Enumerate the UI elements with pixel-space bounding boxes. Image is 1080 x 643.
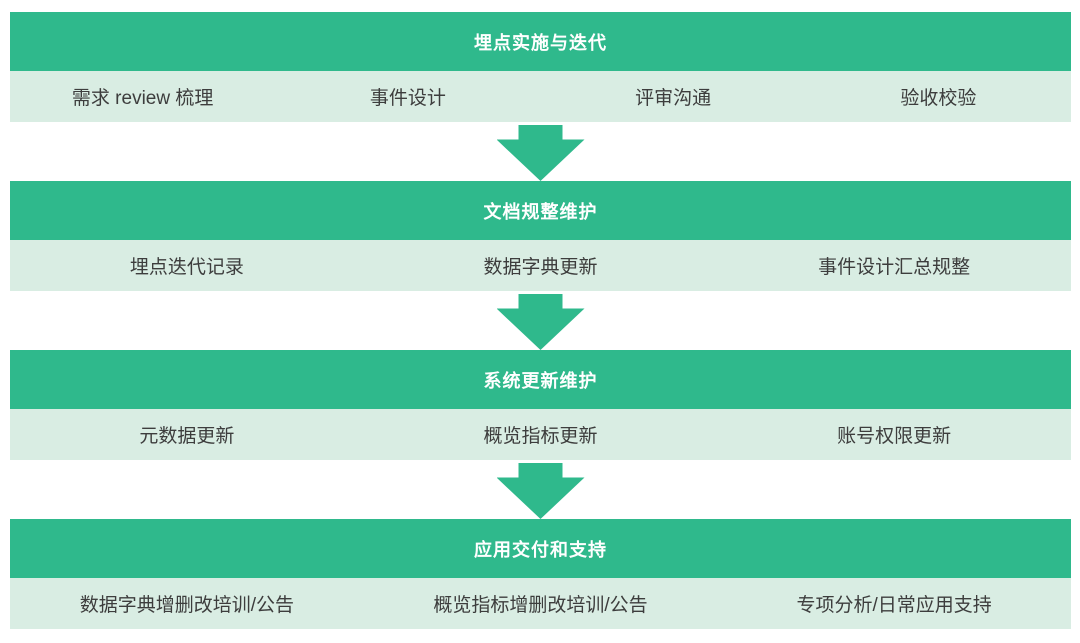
stage-document-maintenance: 文档规整维护 埋点迭代记录 数据字典更新 事件设计汇总规整 [10,181,1071,291]
stage-item: 专项分析/日常应用支持 [796,595,992,616]
flow-connector [10,460,1071,519]
stage-items-row: 需求 review 梳理 事件设计 评审沟通 验收校验 [10,71,1071,122]
stage-title: 文档规整维护 [483,201,598,222]
stage-title: 埋点实施与迭代 [474,32,607,53]
stage-item: 评审沟通 [635,88,712,109]
stage-item: 数据字典更新 [483,257,598,278]
stage-item: 账号权限更新 [837,426,952,447]
stage-item: 事件设计汇总规整 [818,257,971,278]
stage-title: 应用交付和支持 [474,539,607,560]
stage-items-row: 元数据更新 概览指标更新 账号权限更新 [10,409,1071,460]
stage-item: 埋点迭代记录 [129,257,244,278]
arrow-down-icon [496,463,585,519]
flow-connector [10,291,1071,350]
stage-item: 验收校验 [900,88,977,109]
stage-items-row: 埋点迭代记录 数据字典更新 事件设计汇总规整 [10,240,1071,291]
arrow-down-icon [496,294,585,350]
stage-items-row: 数据字典增删改培训/公告 概览指标增删改培训/公告 专项分析/日常应用支持 [10,578,1071,629]
stage-application-delivery: 应用交付和支持 数据字典增删改培训/公告 概览指标增删改培训/公告 专项分析/日… [10,519,1071,629]
stage-item: 概览指标增删改培训/公告 [433,595,648,616]
stage-tracking-implementation: 埋点实施与迭代 需求 review 梳理 事件设计 评审沟通 验收校验 [10,12,1071,122]
stage-header: 文档规整维护 [10,181,1071,240]
stage-header: 系统更新维护 [10,350,1071,409]
stage-title: 系统更新维护 [483,370,598,391]
arrow-down-icon [496,125,585,181]
stage-item: 元数据更新 [139,426,235,447]
stage-item: 概览指标更新 [483,426,598,447]
stage-item: 事件设计 [369,88,446,109]
stage-header: 埋点实施与迭代 [10,12,1071,71]
flow-connector [10,122,1071,181]
stage-header: 应用交付和支持 [10,519,1071,578]
stage-system-update: 系统更新维护 元数据更新 概览指标更新 账号权限更新 [10,350,1071,460]
stage-item: 需求 review 梳理 [71,88,214,109]
stage-item: 数据字典增删改培训/公告 [79,595,294,616]
